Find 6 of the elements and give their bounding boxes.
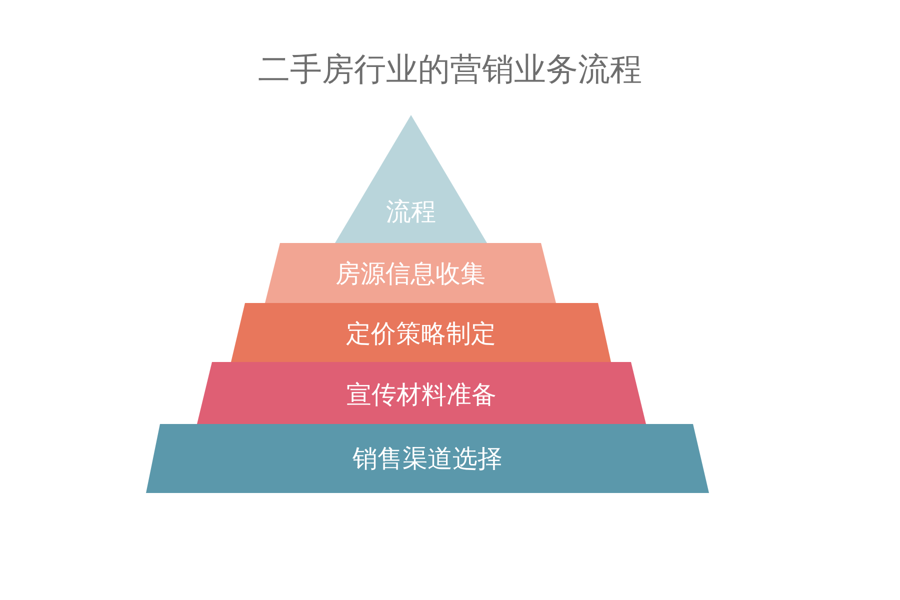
layer-label: 定价策略制定 bbox=[346, 318, 496, 350]
layer-label: 流程 bbox=[386, 196, 436, 228]
layer-label: 宣传材料准备 bbox=[346, 379, 496, 411]
layer-label: 房源信息收集 bbox=[336, 258, 486, 290]
layer-label: 销售渠道选择 bbox=[352, 443, 502, 475]
diagram-title: 二手房行业的营销业务流程 bbox=[258, 49, 642, 90]
